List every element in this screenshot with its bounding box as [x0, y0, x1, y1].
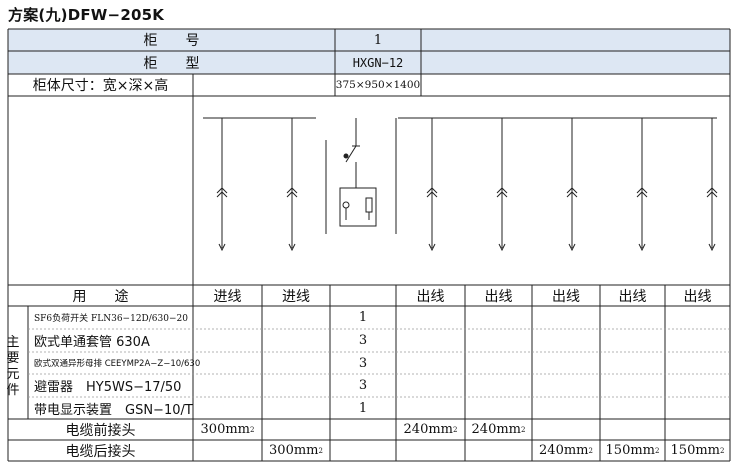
component-name: 欧式单通套管 630A	[34, 335, 150, 350]
component-name: 带电显示装置 GSN−10/T	[34, 402, 193, 418]
components-group-label: 主要元件	[6, 335, 20, 398]
cabinet-size-value: 375×950×1400	[335, 79, 421, 91]
component-qty: 1	[358, 310, 368, 325]
component-row-lines	[28, 328, 730, 398]
component-qty: 1	[358, 400, 368, 416]
cabinet-size-label: 柜体尺寸：宽×深×高	[32, 78, 169, 94]
usage-cell: 出线	[416, 288, 445, 305]
cabinet-type-label: 柜 型	[143, 55, 200, 72]
usage-cell: 出线	[683, 288, 712, 305]
usage-cell: 出线	[552, 288, 580, 305]
table-grid	[7, 28, 731, 462]
component-name: 欧式双通异形母排 CEEYMP2A−Z−10/630	[34, 359, 201, 369]
switch-unit	[325, 118, 397, 234]
cable-back-label: 电缆后接头	[65, 443, 136, 460]
usage-label: 用 途	[72, 288, 129, 305]
cable-front-label: 电缆前接头	[65, 422, 136, 439]
component-qty: 3	[358, 333, 368, 348]
cabinet-type-value: HXGN−12	[352, 55, 404, 70]
page-title: 方案(九)DFW−205K	[8, 6, 165, 24]
component-qty: 3	[358, 355, 368, 371]
cabinet-number-value: 1	[373, 32, 383, 48]
usage-cell: 进线	[282, 288, 310, 305]
single-line-diagram	[203, 117, 718, 252]
usage-cell	[330, 285, 396, 306]
component-name: SF6负荷开关 FLN36−12D/630−20	[34, 314, 188, 324]
usage-cell: 进线	[213, 288, 242, 305]
usage-cell: 出线	[618, 288, 647, 305]
component-name: 避雷器 HY5WS−17/50	[34, 380, 182, 395]
usage-cell: 出线	[484, 288, 513, 305]
cabinet-number-label: 柜 号	[143, 33, 200, 49]
feeder-branches	[216, 118, 718, 252]
component-qty: 3	[358, 378, 368, 393]
